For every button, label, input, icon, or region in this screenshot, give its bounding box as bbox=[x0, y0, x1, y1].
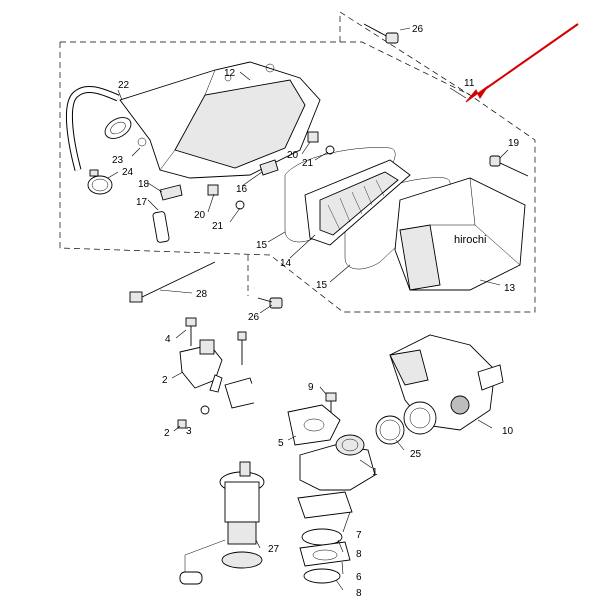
filter-element-14 bbox=[304, 159, 411, 246]
callout-13: 13 bbox=[504, 283, 516, 294]
case-cover-13 bbox=[394, 177, 526, 291]
callout-15-right: 15 bbox=[316, 280, 328, 291]
callout-4: 4 bbox=[165, 334, 171, 345]
callout-20-upper: 20 bbox=[287, 150, 299, 161]
bolt-26-lower bbox=[257, 297, 283, 309]
clip-3 bbox=[177, 419, 187, 429]
callout-21-lower: 21 bbox=[212, 221, 224, 232]
bracket-2 bbox=[179, 339, 223, 415]
callout-16: 16 bbox=[236, 184, 248, 195]
part-16 bbox=[259, 159, 279, 176]
callout-24: 24 bbox=[122, 167, 134, 178]
callout-3: 3 bbox=[186, 426, 192, 437]
callout-21-upper: 21 bbox=[302, 158, 314, 169]
fuel-pump-27 bbox=[179, 461, 265, 585]
callout-25: 25 bbox=[410, 449, 422, 460]
assembly-boundary bbox=[59, 11, 536, 313]
drain-plug-17 bbox=[152, 211, 170, 243]
grommet-20-21-lower bbox=[207, 184, 245, 210]
callout-15-left: 15 bbox=[256, 240, 268, 251]
callout-20-lower: 20 bbox=[194, 210, 206, 221]
watermark-text: hirochi bbox=[454, 234, 486, 246]
callout-5: 5 bbox=[278, 438, 284, 449]
clamp-25 bbox=[375, 415, 405, 445]
part-18 bbox=[159, 184, 183, 201]
callout-9: 9 bbox=[308, 382, 314, 393]
throttle-body-10 bbox=[389, 334, 504, 435]
callout-14: 14 bbox=[280, 258, 292, 269]
insulator-6 bbox=[299, 541, 351, 567]
clamp-24 bbox=[87, 169, 113, 195]
callout-26-top: 26 bbox=[412, 24, 424, 35]
air-filter-case-12 bbox=[119, 61, 321, 179]
breather-hose-22 bbox=[66, 85, 132, 171]
bolt-left-vertical bbox=[237, 331, 247, 365]
cable-tie-28 bbox=[129, 261, 216, 303]
gasket-5 bbox=[287, 404, 341, 446]
bolt-19 bbox=[489, 155, 529, 177]
callout-8-lower: 8 bbox=[356, 588, 362, 599]
callout-28: 28 bbox=[196, 289, 208, 300]
o-ring-8-upper bbox=[301, 528, 343, 546]
pointer-arrow bbox=[465, 23, 579, 103]
o-ring-8-lower bbox=[303, 568, 341, 584]
grommet-20-21-upper bbox=[307, 131, 335, 155]
leader-lines bbox=[107, 27, 509, 591]
callout-17: 17 bbox=[136, 197, 148, 208]
seal-15-upper bbox=[284, 147, 396, 243]
callout-23: 23 bbox=[112, 155, 124, 166]
callout-2-upper: 2 bbox=[162, 375, 168, 386]
intake-manifold-1 bbox=[299, 434, 376, 491]
bolt-26-top bbox=[363, 23, 399, 44]
bolt-4 bbox=[185, 317, 197, 346]
callout-26-lower: 26 bbox=[248, 312, 260, 323]
callout-18: 18 bbox=[138, 179, 150, 190]
clip-23 bbox=[137, 137, 147, 147]
callout-12: 12 bbox=[224, 68, 236, 79]
callout-27: 27 bbox=[268, 544, 280, 555]
callout-labels: 26 22 12 11 23 24 18 17 20 21 16 20 21 1… bbox=[112, 24, 520, 599]
callout-1: 1 bbox=[372, 467, 378, 478]
callout-8-upper: 8 bbox=[356, 549, 362, 560]
callout-2-lower: 2 bbox=[164, 428, 170, 439]
callout-19: 19 bbox=[508, 138, 520, 149]
callout-22: 22 bbox=[118, 80, 130, 91]
callout-6: 6 bbox=[356, 572, 362, 583]
hose-bracket bbox=[224, 377, 282, 441]
gasket-7 bbox=[297, 491, 353, 519]
callout-7: 7 bbox=[356, 530, 362, 541]
callout-11: 11 bbox=[464, 78, 475, 89]
callout-10: 10 bbox=[502, 426, 514, 437]
